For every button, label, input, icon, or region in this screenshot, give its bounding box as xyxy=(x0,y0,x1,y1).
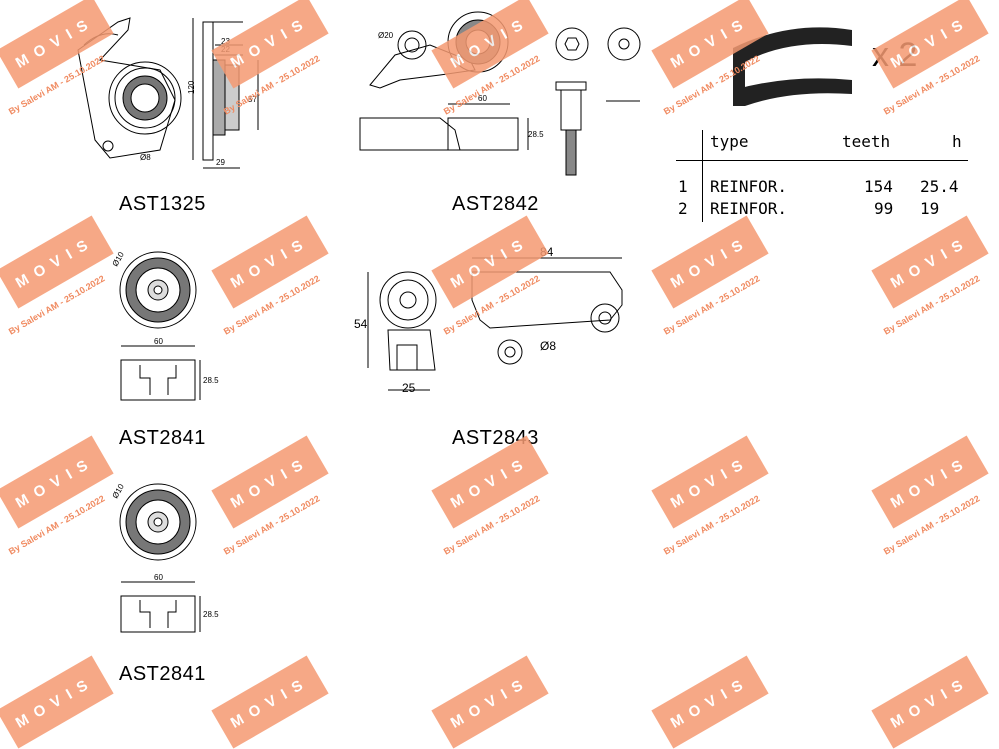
ast2841-pulley-drawing-1 xyxy=(119,251,201,401)
diagram-canvas: 23 22 120 57 29 Ø8 Ø20 60 28.5 xyxy=(77,11,852,633)
ast2841-dim-dia-2: Ø10 xyxy=(111,482,127,500)
ast2841-dim-width-2: 60 xyxy=(154,573,163,582)
ast2841-dim-height-2: 28.5 xyxy=(203,610,219,619)
header-teeth: teeth xyxy=(842,132,891,151)
row-index: 2 xyxy=(678,199,688,218)
header-type: type xyxy=(710,132,749,151)
row-h: 19 xyxy=(920,199,940,218)
row-type: REINFOR. xyxy=(710,177,788,196)
part-label-ast1325: AST1325 xyxy=(119,193,206,215)
row-h: 25.4 xyxy=(920,177,959,196)
table-row: 2 REINFOR. 99 19 xyxy=(676,197,968,219)
ast2841-pulley-drawing-2 xyxy=(119,483,201,633)
table-header: type teeth h xyxy=(676,130,968,161)
timing-belt-drawing xyxy=(733,27,852,106)
row-type: REINFOR. xyxy=(710,199,788,218)
row-teeth: 99 xyxy=(874,199,894,218)
ast2841-dim-height-1: 28.5 xyxy=(203,376,219,385)
ast2843-dim-hole: Ø8 xyxy=(540,339,556,353)
part-label-ast2841-2: AST2841 xyxy=(119,663,206,685)
ast1325-dim-d3: 120 xyxy=(187,80,196,94)
ast2843-dim-base: 25 xyxy=(402,381,416,395)
row-teeth: 154 xyxy=(864,177,893,196)
ast2842-dim-dia: Ø20 xyxy=(378,31,394,40)
ast2842-dim-width: 60 xyxy=(478,94,487,103)
ast2842-dim-height: 28.5 xyxy=(528,130,544,139)
belt-spec-table: type teeth h 1 REINFOR. 154 25.4 2 REINF… xyxy=(676,130,968,222)
row-index: 1 xyxy=(678,177,688,196)
ast1325-dim-d4: 57 xyxy=(248,95,257,104)
ast2843-dim-height: 54 xyxy=(354,317,368,331)
header-h: h xyxy=(952,132,962,151)
ast1325-dim-d5: 29 xyxy=(216,158,225,167)
table-divider xyxy=(702,130,703,222)
part-label-ast2842: AST2842 xyxy=(452,193,539,215)
part-label-ast2841-1: AST2841 xyxy=(119,427,206,449)
ast1325-dim-hole: Ø8 xyxy=(140,153,151,162)
ast2841-dim-width-1: 60 xyxy=(154,337,163,346)
table-row: 1 REINFOR. 154 25.4 xyxy=(676,175,968,197)
